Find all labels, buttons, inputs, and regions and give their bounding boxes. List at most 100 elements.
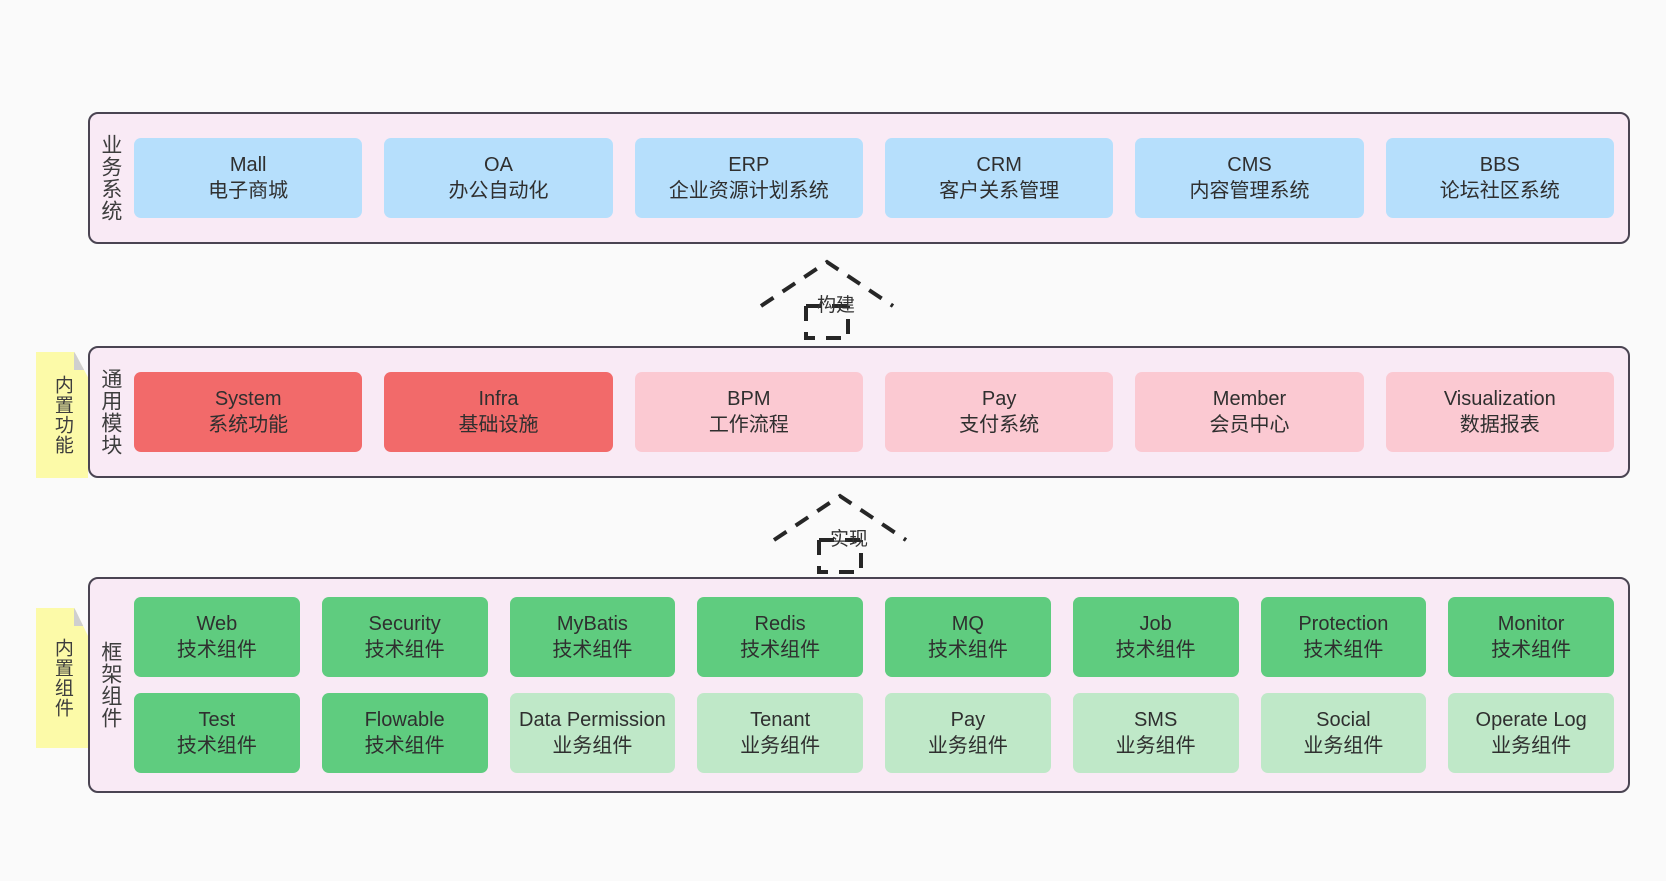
card-subtitle: 业务组件	[1303, 735, 1384, 757]
card-subtitle: 工作流程	[708, 414, 789, 436]
card-title: BBS	[1479, 154, 1520, 176]
card-subtitle: 技术组件	[1303, 639, 1384, 661]
card-subtitle: 业务组件	[1115, 735, 1196, 757]
card-title: MQ	[951, 613, 984, 635]
connector-implement: 实现	[772, 492, 908, 574]
card-monitor[interactable]: Monitor 技术组件	[1448, 597, 1614, 677]
card-pay[interactable]: Pay 支付系统	[884, 372, 1114, 452]
card-title: Data Permission	[519, 709, 666, 731]
card-bbs[interactable]: BBS 论坛社区系统	[1385, 138, 1614, 218]
note-builtin-function: 内置功能	[36, 352, 88, 478]
connector-build-label: 构建	[817, 295, 856, 316]
card-infra[interactable]: Infra 基础设施	[384, 372, 613, 452]
card-title: BPM	[727, 388, 771, 410]
layer-common-module: 通用模块 System 系统功能 Infra 基础设施 BPM 工作流程 Pay 支付系统 Me…	[88, 346, 1630, 478]
card-title: Flowable	[364, 709, 445, 731]
card-title: CMS	[1227, 154, 1272, 176]
card-title: Test	[198, 709, 236, 731]
card-subtitle: 技术组件	[740, 639, 821, 661]
card-subtitle: 论坛社区系统	[1439, 180, 1560, 202]
card-subtitle: 技术组件	[364, 735, 445, 757]
card-title: ERP	[728, 154, 770, 176]
card-subtitle: 系统功能	[208, 414, 289, 436]
note-fold-icon	[74, 608, 88, 626]
card-title: Monitor	[1497, 613, 1565, 635]
card-subtitle: 业务组件	[552, 735, 633, 757]
note-builtin-component-label: 内置组件	[51, 638, 73, 718]
card-data-permission[interactable]: Data Permission 业务组件	[509, 693, 676, 773]
business-card-row: Mall 电子商城 OA 办公自动化 ERP 企业资源计划系统 CRM 客户关系管理 CMS 内容…	[134, 138, 1614, 218]
card-subtitle: 内容管理系统	[1189, 180, 1310, 202]
card-title: MyBatis	[556, 613, 628, 635]
card-subtitle: 技术组件	[176, 735, 257, 757]
layer-common-title: 通用模块	[98, 368, 122, 456]
card-title: OA	[484, 154, 513, 176]
note-fold-icon	[74, 352, 88, 370]
card-security[interactable]: Security 技术组件	[321, 597, 488, 677]
card-title: Infra	[478, 388, 519, 410]
card-bpm[interactable]: BPM 工作流程	[634, 372, 863, 452]
card-mybatis[interactable]: MyBatis 技术组件	[509, 597, 676, 677]
card-cms[interactable]: CMS 内容管理系统	[1135, 138, 1364, 218]
layer-common-body: System 系统功能 Infra 基础设施 BPM 工作流程 Pay 支付系统 Member 会…	[130, 348, 1628, 476]
card-social[interactable]: Social 业务组件	[1260, 693, 1427, 773]
card-sms[interactable]: SMS 业务组件	[1072, 693, 1239, 773]
card-title: Member	[1212, 388, 1287, 410]
card-subtitle: 业务组件	[1491, 735, 1572, 757]
card-subtitle: 办公自动化	[448, 180, 549, 202]
card-subtitle: 技术组件	[552, 639, 633, 661]
card-subtitle: 技术组件	[1491, 639, 1572, 661]
card-subtitle: 电子商城	[208, 180, 289, 202]
card-title: System	[214, 388, 282, 410]
card-subtitle: 业务组件	[740, 735, 821, 757]
card-title: Social	[1316, 709, 1371, 731]
card-protection[interactable]: Protection 技术组件	[1260, 597, 1427, 677]
card-mall[interactable]: Mall 电子商城	[134, 138, 363, 218]
card-subtitle: 客户关系管理	[939, 180, 1060, 202]
card-subtitle: 技术组件	[364, 639, 445, 661]
card-visualization[interactable]: Visualization 数据报表	[1385, 372, 1614, 452]
layer-business-body: Mall 电子商城 OA 办公自动化 ERP 企业资源计划系统 CRM 客户关系管理 CMS 内容…	[130, 114, 1628, 242]
connector-build: 构建	[759, 258, 895, 340]
card-crm[interactable]: CRM 客户关系管理	[884, 138, 1114, 218]
card-title: CRM	[976, 154, 1022, 176]
card-web[interactable]: Web 技术组件	[134, 597, 300, 677]
card-flowable[interactable]: Flowable 技术组件	[321, 693, 488, 773]
card-title: Tenant	[750, 709, 811, 731]
card-subtitle: 支付系统	[959, 414, 1040, 436]
card-tenant[interactable]: Tenant 业务组件	[697, 693, 863, 773]
card-title: Pay	[950, 709, 986, 731]
card-system[interactable]: System 系统功能	[134, 372, 363, 452]
layer-business-title: 业务系统	[98, 134, 122, 222]
card-title: Visualization	[1443, 388, 1556, 410]
card-subtitle: 技术组件	[927, 639, 1008, 661]
card-title: SMS	[1133, 709, 1178, 731]
card-mq[interactable]: MQ 技术组件	[885, 597, 1051, 677]
card-subtitle: 技术组件	[176, 639, 257, 661]
card-title: Redis	[754, 613, 806, 635]
card-title: Security	[368, 613, 441, 635]
card-subtitle: 业务组件	[927, 735, 1008, 757]
card-subtitle: 会员中心	[1209, 414, 1290, 436]
card-title: Mall	[229, 154, 267, 176]
card-redis[interactable]: Redis 技术组件	[697, 597, 863, 677]
card-title: Job	[1139, 613, 1172, 635]
card-title: Pay	[981, 388, 1017, 410]
card-test[interactable]: Test 技术组件	[134, 693, 300, 773]
card-subtitle: 数据报表	[1459, 414, 1540, 436]
card-subtitle: 基础设施	[458, 414, 539, 436]
card-title: Protection	[1298, 613, 1389, 635]
card-subtitle: 企业资源计划系统	[668, 180, 829, 202]
card-title: Web	[196, 613, 238, 635]
card-erp[interactable]: ERP 企业资源计划系统	[634, 138, 863, 218]
card-oa[interactable]: OA 办公自动化	[384, 138, 613, 218]
card-pay[interactable]: Pay 业务组件	[885, 693, 1051, 773]
card-member[interactable]: Member 会员中心	[1135, 372, 1364, 452]
